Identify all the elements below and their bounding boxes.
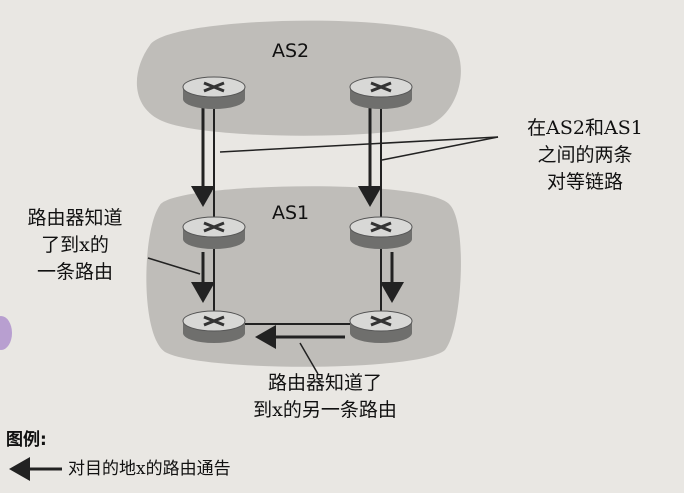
page-edge-mark — [0, 316, 12, 350]
router-icon — [349, 310, 413, 343]
annotation-line: 在AS2和AS1 — [527, 117, 643, 139]
callout-peer-right — [381, 136, 499, 161]
router-bottom-annotation: 路由器知道了 到x的另一条路由 — [225, 370, 425, 424]
annotation-line: 了到x的 — [41, 234, 109, 256]
router-icon — [349, 216, 413, 249]
router-icon — [182, 76, 246, 109]
as1-label: AS1 — [272, 202, 310, 224]
callout-peer-left — [219, 136, 499, 153]
legend-item: 对目的地x的路由通告 — [68, 459, 231, 479]
annotation-line: 之间的两条 — [537, 144, 633, 166]
callout-lines — [147, 136, 499, 375]
annotation-line: 路由器知道了 — [267, 372, 382, 394]
callout-router-bottom — [299, 342, 319, 375]
legend-title: 图例: — [6, 430, 47, 450]
annotation-line: 到x的另一条路由 — [253, 399, 397, 421]
router-icon — [182, 216, 246, 249]
advertisement-arrows — [191, 108, 404, 349]
callout-router-left — [147, 257, 201, 275]
annotation-line: 路由器知道 — [27, 207, 123, 229]
annotation-line: 对等链路 — [546, 171, 623, 193]
router-left-annotation: 路由器知道 了到x的 一条路由 — [0, 205, 150, 286]
peer-links-annotation: 在AS2和AS1 之间的两条 对等链路 — [500, 115, 670, 196]
annotation-line: 一条路由 — [36, 261, 113, 283]
as2-label: AS2 — [272, 40, 310, 62]
router-icon — [349, 76, 413, 109]
router-icon — [182, 310, 246, 343]
